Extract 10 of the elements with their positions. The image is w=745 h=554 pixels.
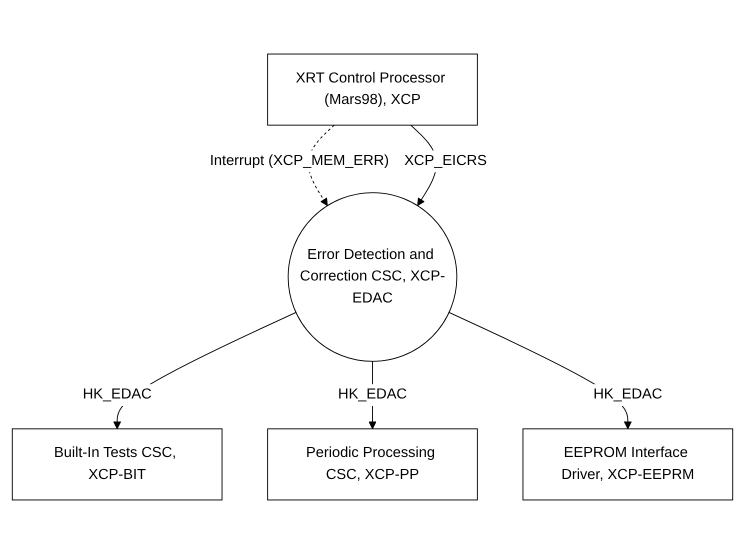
node-box: Built-In Tests CSC, XCP-BIT <box>12 428 222 500</box>
node-box: XRT Control Processor (Mars98), XCP <box>267 54 478 126</box>
node-box: EEPROM Interface Driver, XCP-EEPRM <box>522 428 734 500</box>
edge-label: Interrupt (XCP_MEM_ERR) <box>210 153 390 169</box>
node-circle: Error Detection and Correction CSC, XCP-EDAC <box>288 192 458 362</box>
edge-label: HK_EDAC <box>338 386 407 402</box>
edge-label: XCP_EICRS <box>404 153 487 169</box>
edge-label: HK_EDAC <box>593 386 662 402</box>
edge-label: HK_EDAC <box>82 386 152 402</box>
node-box: Periodic Processing CSC, XCP-PP <box>267 428 478 500</box>
